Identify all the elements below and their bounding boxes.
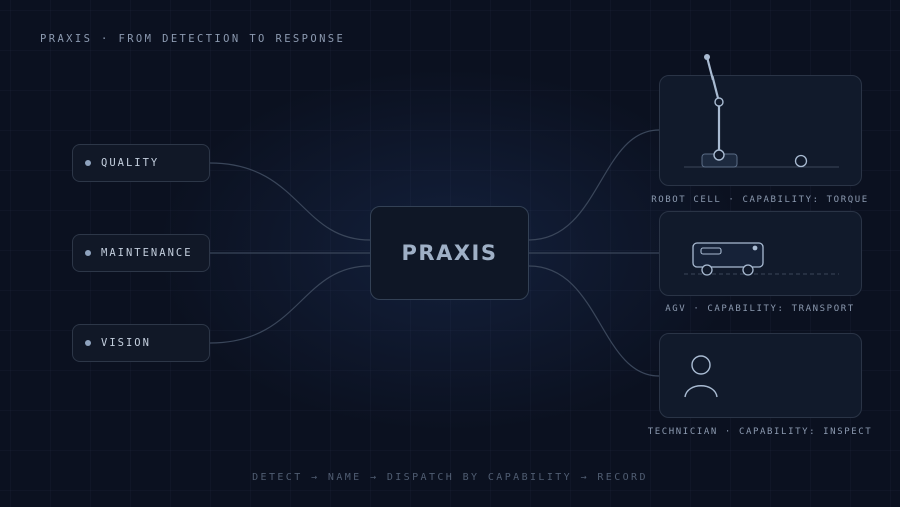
input-node-label: MAINTENANCE xyxy=(101,247,193,259)
connector-vision-hub xyxy=(209,265,371,344)
bullet-dot-icon xyxy=(85,340,91,346)
input-node-label: QUALITY xyxy=(101,157,160,169)
output-card-agv xyxy=(659,211,862,296)
input-node-quality: QUALITY xyxy=(72,144,210,182)
hub-node: PRAXIS xyxy=(370,206,529,300)
process-flow-caption: DETECT → NAME → DISPATCH BY CAPABILITY →… xyxy=(252,472,648,483)
output-label-agv: AGV · CAPABILITY: TRANSPORT xyxy=(665,304,855,314)
input-node-maintenance: MAINTENANCE xyxy=(72,234,210,272)
connector-quality-hub xyxy=(209,162,371,241)
output-card-robot-cell xyxy=(659,75,862,186)
connector-hub-robot xyxy=(528,129,660,241)
output-label-robot-cell: ROBOT CELL · CAPABILITY: TORQUE xyxy=(651,195,869,205)
page-caption: PRAXIS · FROM DETECTION TO RESPONSE xyxy=(40,33,346,45)
input-node-label: VISION xyxy=(101,337,151,349)
output-label-technician: TECHNICIAN · CAPABILITY: INSPECT xyxy=(647,427,873,437)
technician-icon xyxy=(684,355,718,398)
bullet-dot-icon xyxy=(85,160,91,166)
output-card-technician xyxy=(659,333,862,418)
robot-arm-icon xyxy=(684,76,839,168)
robot-arm-tip-icon xyxy=(704,54,715,80)
hub-label: PRAXIS xyxy=(401,241,498,265)
agv-icon xyxy=(684,242,839,276)
bullet-dot-icon xyxy=(85,250,91,256)
connector-hub-technician xyxy=(528,265,660,377)
input-node-vision: VISION xyxy=(72,324,210,362)
